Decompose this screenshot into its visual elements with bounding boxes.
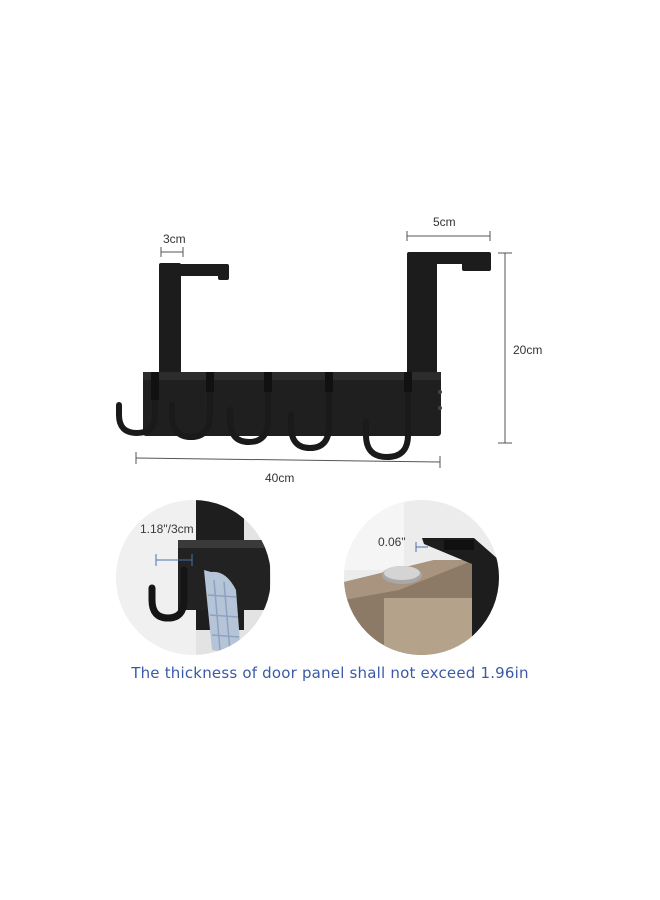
detail-hook-circle bbox=[116, 500, 271, 655]
dim-height: 20cm bbox=[513, 343, 543, 357]
hooks bbox=[116, 385, 411, 461]
hook-3 bbox=[227, 385, 271, 446]
dim-top-width: 5cm bbox=[433, 215, 456, 229]
hook-5 bbox=[363, 385, 411, 461]
hook-4 bbox=[288, 385, 332, 452]
hook-2 bbox=[169, 385, 213, 441]
detail-hook-callout: 1.18"/3cm bbox=[140, 522, 194, 536]
hook-stems bbox=[151, 372, 412, 400]
detail-door-circle bbox=[344, 500, 499, 655]
right-bracket bbox=[407, 252, 491, 384]
hook-1 bbox=[116, 392, 158, 437]
dim-hook-depth: 3cm bbox=[163, 232, 186, 246]
product-illustration bbox=[116, 231, 512, 468]
left-bracket bbox=[159, 263, 229, 373]
dim-width: 40cm bbox=[265, 471, 295, 485]
detail-door-callout: 0.06" bbox=[378, 535, 406, 549]
dimension-lines bbox=[135, 231, 512, 468]
door-thickness-caption: The thickness of door panel shall not ex… bbox=[131, 664, 529, 682]
